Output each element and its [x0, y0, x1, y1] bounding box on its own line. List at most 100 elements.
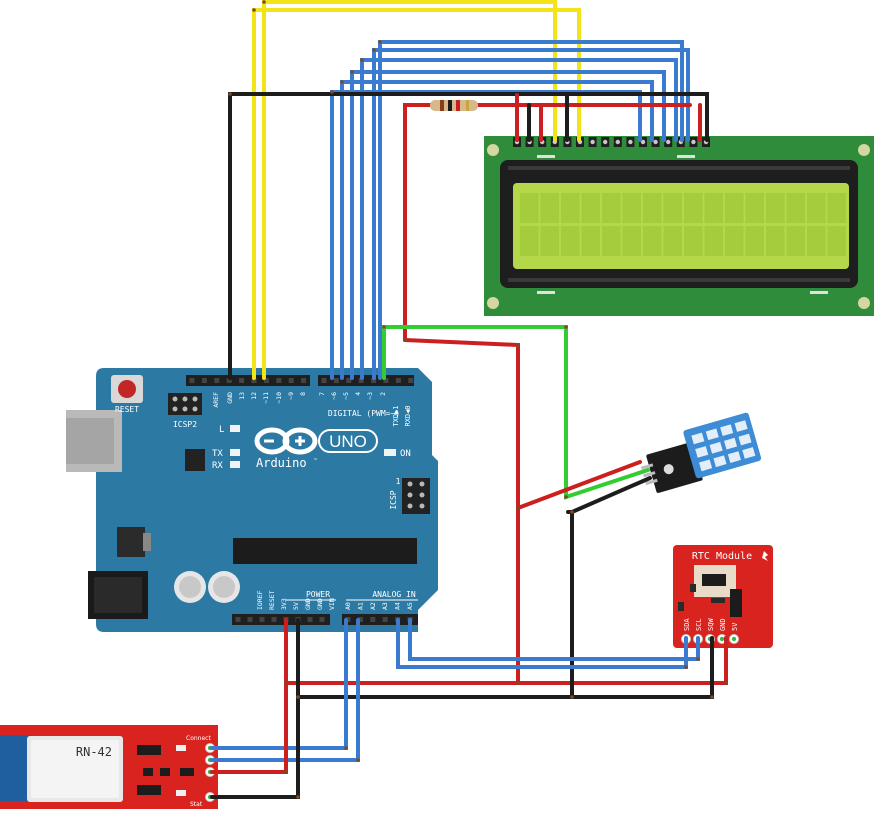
lcd-char-cell	[581, 193, 600, 223]
sparkfun-flame-icon	[762, 551, 768, 561]
lcd-char-cell	[622, 226, 641, 256]
digital-header-hole	[333, 378, 339, 383]
wire-red-lcd-vcc	[403, 103, 432, 342]
digital-header-right	[318, 375, 414, 386]
digital-pin-label: ~9	[287, 392, 295, 400]
rtc-pin-label: 5V	[731, 622, 739, 631]
lcd-char-cell	[807, 193, 826, 223]
lcd-pin	[640, 139, 646, 145]
digital-pin-label: 8	[299, 392, 307, 396]
resistor-band	[456, 100, 460, 111]
wire-bend-dot	[516, 343, 520, 347]
wire-bend-dot	[403, 338, 407, 342]
trademark-mark: ™	[313, 458, 318, 464]
lcd-bezel-shine	[508, 278, 850, 282]
lcd-char-cell	[561, 226, 580, 256]
stat-label: Stat	[190, 801, 203, 808]
rtc-smd	[711, 598, 725, 603]
wire-bend-dot	[570, 695, 574, 699]
lcd-pin-marker	[537, 291, 555, 294]
wire-bend-dot	[564, 325, 568, 329]
brand-label: Arduino	[256, 456, 307, 470]
wire-bend-dot	[252, 8, 256, 12]
dht-grille-slot	[705, 428, 719, 441]
lcd-pin	[615, 139, 620, 145]
bluetooth-name-label: RN-42	[76, 745, 112, 759]
power-pin-label: RESET	[268, 590, 276, 610]
lcd-char-cell	[745, 193, 764, 223]
atmega-chip	[233, 538, 417, 564]
lcd-char-cell	[766, 193, 785, 223]
icsp2-pins	[172, 396, 198, 412]
icsp-pin	[407, 503, 413, 509]
wire-end-dots	[228, 0, 728, 799]
lcd-char-cell	[663, 226, 682, 256]
wire-bend-dot	[710, 695, 714, 699]
lcd-pin	[653, 139, 658, 145]
dht-grille-slot	[720, 424, 734, 437]
dht-grille-slot	[727, 451, 741, 463]
wire-bend-dot	[356, 758, 360, 762]
bottom-header-hole	[382, 617, 388, 622]
digital-header-holes	[189, 378, 414, 383]
dc-power-jack-inner	[94, 577, 142, 613]
wire-bend-dot	[350, 70, 354, 74]
lcd-pin-marker	[537, 155, 555, 158]
wire-blue-lcd-d6	[360, 58, 678, 380]
digital-header-hole	[251, 378, 257, 383]
digital-header-hole	[408, 378, 414, 383]
rtc-pin-label: GND	[719, 618, 727, 631]
rtc-pin-label: SDA	[683, 618, 691, 631]
lcd-mount-hole	[487, 297, 499, 309]
dht-grille-slot	[699, 459, 713, 472]
lcd-pin	[691, 139, 696, 145]
analog-pin-label: A0	[344, 602, 352, 610]
analog-pin-label: A1	[356, 602, 364, 610]
wire-bend-dot	[262, 0, 266, 4]
rtc-chip	[702, 574, 726, 586]
rtc-title: RTC Module	[692, 551, 752, 562]
reset-label: RESET	[115, 405, 139, 414]
wire-bend-dot	[516, 506, 520, 510]
lcd-char-cell	[827, 193, 846, 223]
resistor-band	[448, 100, 452, 111]
bottom-header-hole	[235, 617, 241, 622]
dht-grille-slot	[713, 455, 727, 468]
lcd-char-cell	[827, 226, 846, 256]
icsp2-pin	[172, 406, 178, 412]
wire-bend-dot	[378, 40, 382, 44]
dht-grille-slot	[742, 447, 756, 459]
power-pin-label: VIN	[328, 598, 336, 610]
icsp2-pin	[192, 396, 198, 402]
rtc-smd	[678, 602, 684, 611]
rx-led	[230, 461, 240, 468]
resistor	[430, 100, 478, 111]
analog-pin-label: A3	[381, 602, 389, 610]
lcd-char-cell	[602, 193, 621, 223]
arduino-infinity-logo-icon	[254, 427, 318, 455]
lcd-pin	[666, 139, 671, 145]
lcd-char-cell	[786, 226, 805, 256]
analog-section-label: ANALOG IN	[372, 590, 416, 599]
icsp2-pin	[182, 406, 188, 412]
wire-red-5v-rail	[284, 618, 728, 685]
voltage-regulator-tab	[143, 533, 151, 551]
txd-label: TXD▶1	[392, 405, 400, 426]
digital-header-hole	[346, 378, 352, 383]
lcd-char-cell	[684, 193, 703, 223]
l-led	[230, 425, 240, 432]
bottom-header-hole	[271, 617, 277, 622]
rtc-smd	[690, 584, 696, 592]
digital-header-hole	[288, 378, 294, 383]
dht-grille-slot	[709, 441, 723, 454]
wire-bend-dot	[330, 90, 334, 94]
rtc-pin-label: SCL	[695, 618, 703, 631]
lcd-char-cell	[643, 226, 662, 256]
on-led	[384, 449, 396, 456]
digital-header-hole	[263, 378, 269, 383]
digital-pin-label: 2	[379, 392, 387, 396]
l-led-label: L	[219, 425, 224, 435]
